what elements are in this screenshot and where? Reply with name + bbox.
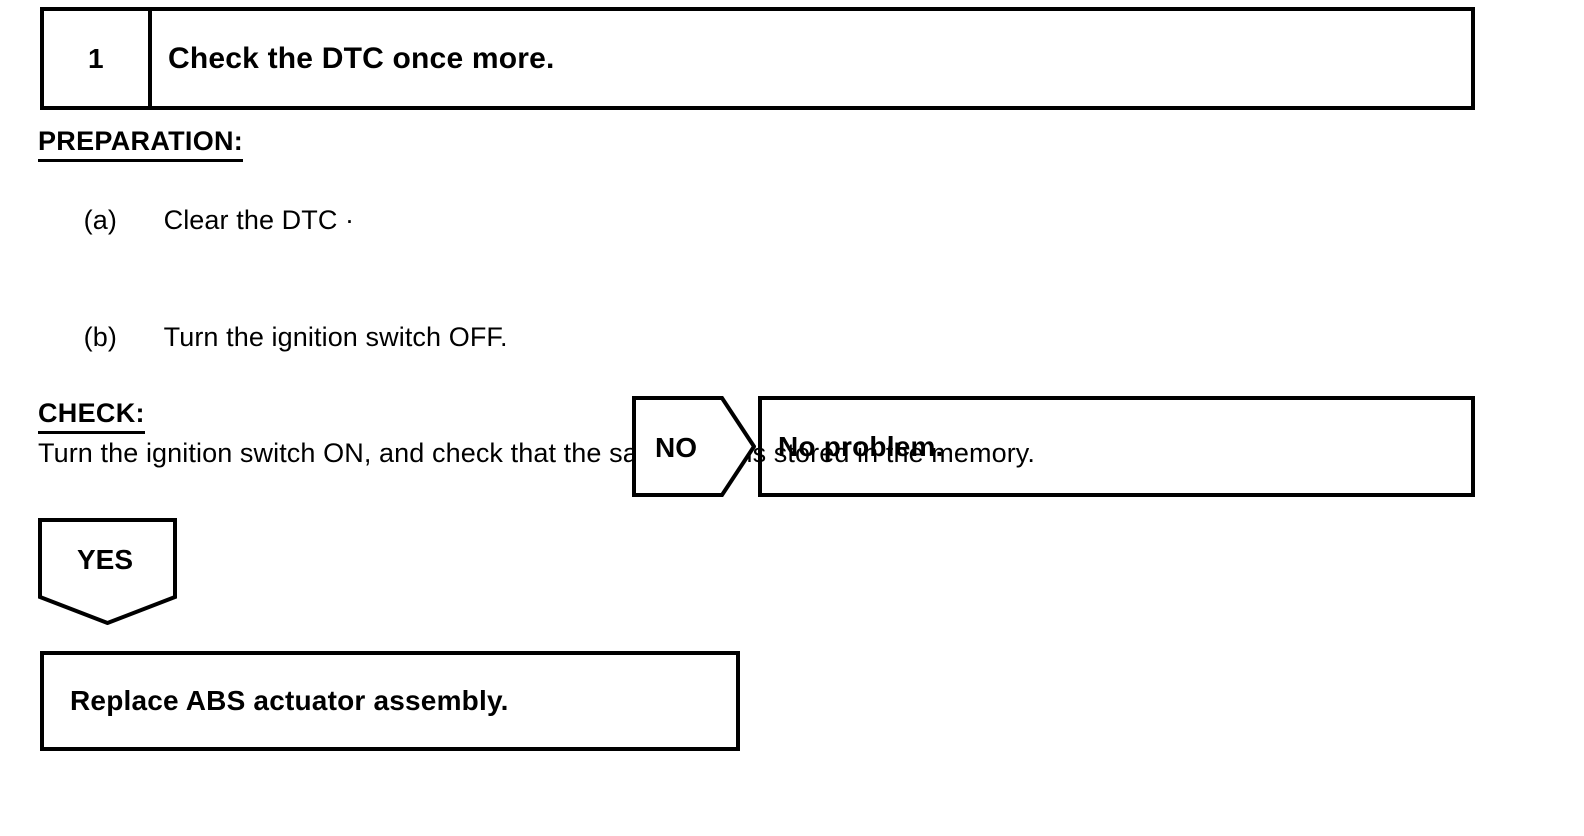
preparation-step-b-marker: (b) bbox=[83, 322, 117, 352]
preparation-step-a-marker: (a) bbox=[83, 205, 117, 235]
step-number-cell: 1 bbox=[44, 11, 152, 106]
preparation-step-b: (b) Turn the ignition switch OFF. bbox=[38, 279, 1238, 396]
check-heading: CHECK: bbox=[38, 396, 1238, 434]
check-heading-text: CHECK: bbox=[38, 396, 145, 434]
branch-yes-label: YES bbox=[77, 544, 133, 575]
preparation-heading-text: PREPARATION: bbox=[38, 124, 244, 162]
branch-no-label: NO bbox=[655, 432, 697, 463]
check-body-text: Turn the ignition switch ON, and check t… bbox=[38, 438, 1036, 468]
replace-actuator-result-box: Replace ABS actuator assembly. bbox=[40, 651, 740, 751]
step-header-table: 1 Check the DTC once more. bbox=[40, 7, 1475, 110]
preparation-step-a-text: Clear the DTC · bbox=[163, 205, 355, 235]
branch-yes-arrow: YES bbox=[38, 518, 177, 625]
preparation-heading: PREPARATION: bbox=[38, 124, 1238, 162]
branch-no-arrow: NO bbox=[632, 396, 756, 497]
preparation-step-a: (a) Clear the DTC · bbox=[38, 162, 1238, 279]
procedure-block: PREPARATION: (a) Clear the DTC · (b) Turn … bbox=[38, 124, 1238, 473]
step-title-cell: Check the DTC once more. bbox=[168, 41, 555, 75]
pentagon-down-icon: YES bbox=[38, 518, 177, 625]
preparation-step-b-text: Turn the ignition switch OFF. bbox=[163, 322, 508, 352]
pentagon-right-icon: NO bbox=[632, 396, 756, 497]
no-problem-result-box: No problem. bbox=[758, 396, 1475, 497]
